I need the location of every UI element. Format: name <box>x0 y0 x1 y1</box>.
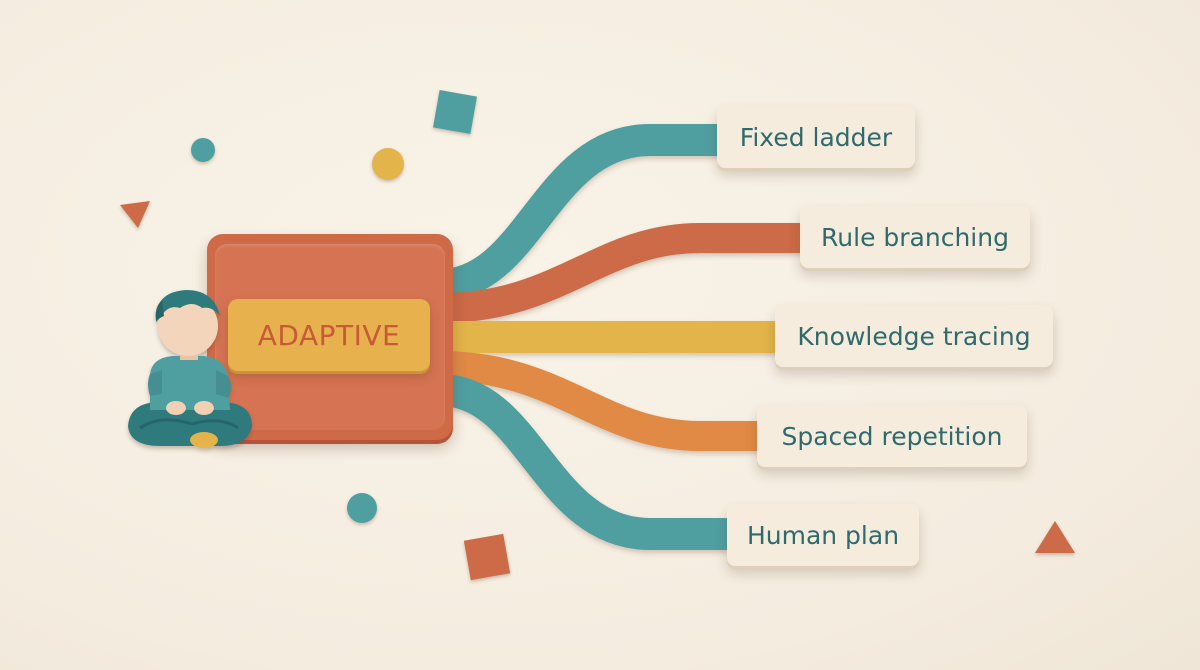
terracotta-triangle-right <box>1035 521 1075 553</box>
teal-circle-top-left <box>191 138 215 162</box>
branch-label-rule-branching: Rule branching <box>800 206 1030 268</box>
mustard-circle <box>372 148 404 180</box>
child-figure-illustration <box>128 290 252 448</box>
terracotta-triangle-left <box>120 201 150 228</box>
connector-fixed-ladder <box>438 124 725 301</box>
branch-label-knowledge-tracing: Knowledge tracing <box>775 305 1053 367</box>
branch-label-spaced-repetition: Spaced repetition <box>757 405 1027 467</box>
connector-spaced-repetition <box>439 351 765 451</box>
connector-rule-branching <box>439 223 808 323</box>
teal-square <box>432 89 478 135</box>
teal-circle-bottom <box>347 493 377 523</box>
terracotta-square <box>463 533 511 581</box>
connector-human-plan <box>438 374 735 550</box>
hub-label: ADAPTIVE <box>228 299 430 371</box>
branch-label-human-plan: Human plan <box>727 504 919 566</box>
branch-label-fixed-ladder: Fixed ladder <box>717 106 915 168</box>
